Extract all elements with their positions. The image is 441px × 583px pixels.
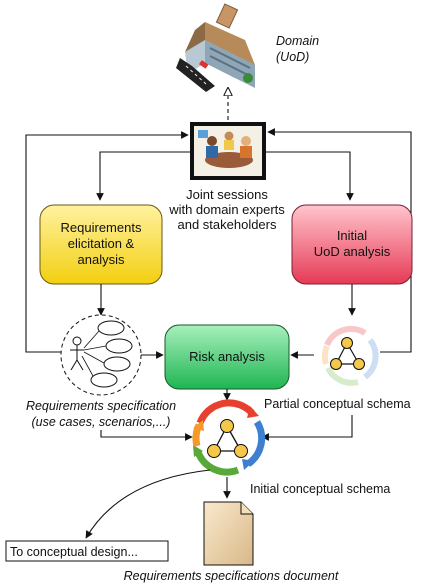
arrow-to-requirements [96, 151, 190, 201]
building-icon [176, 3, 255, 92]
uod-line1: Initial [337, 228, 367, 243]
req-spec-line1: Requirements specification [26, 399, 176, 413]
arrow-partial-to-schema [261, 415, 353, 441]
arrow-to-uod [266, 151, 354, 201]
risk-analysis-label: Risk analysis [189, 349, 265, 364]
use-case-diagram-icon [60, 314, 142, 396]
left-feedback-arrow [25, 131, 189, 353]
meeting-icon [190, 122, 266, 180]
arrow-to-conceptual-design [85, 469, 211, 539]
arrow-spec-to-schema [100, 430, 193, 441]
document-label: Requirements specifications document [124, 569, 339, 583]
document-icon [203, 501, 254, 566]
partial-schema-label: Partial conceptual schema [264, 397, 411, 411]
requirements-line3: analysis [78, 252, 125, 267]
joint-sessions-line2: with domain experts [168, 202, 285, 217]
conceptual-design-box [5, 540, 169, 562]
initial-schema-graph-icon [207, 419, 248, 458]
domain-label-line2: (UoD) [276, 50, 309, 64]
domain-label-line1: Domain [276, 34, 319, 48]
uod-line2: UoD analysis [314, 244, 391, 259]
requirements-line1: Requirements [61, 220, 142, 235]
partial-schema-graph-icon [330, 337, 365, 370]
partial-schema-cycle-icon [321, 325, 379, 386]
conceptual-design-label: To conceptual design... [10, 545, 138, 559]
req-spec-line2: (use cases, scenarios,...) [32, 415, 171, 429]
joint-sessions-line1: Joint sessions [186, 187, 268, 202]
joint-sessions-line3: and stakeholders [177, 217, 277, 232]
initial-schema-cycle-icon [192, 399, 266, 476]
initial-schema-label: Initial conceptual schema [250, 482, 390, 496]
requirements-line2: elicitation & [68, 236, 135, 251]
